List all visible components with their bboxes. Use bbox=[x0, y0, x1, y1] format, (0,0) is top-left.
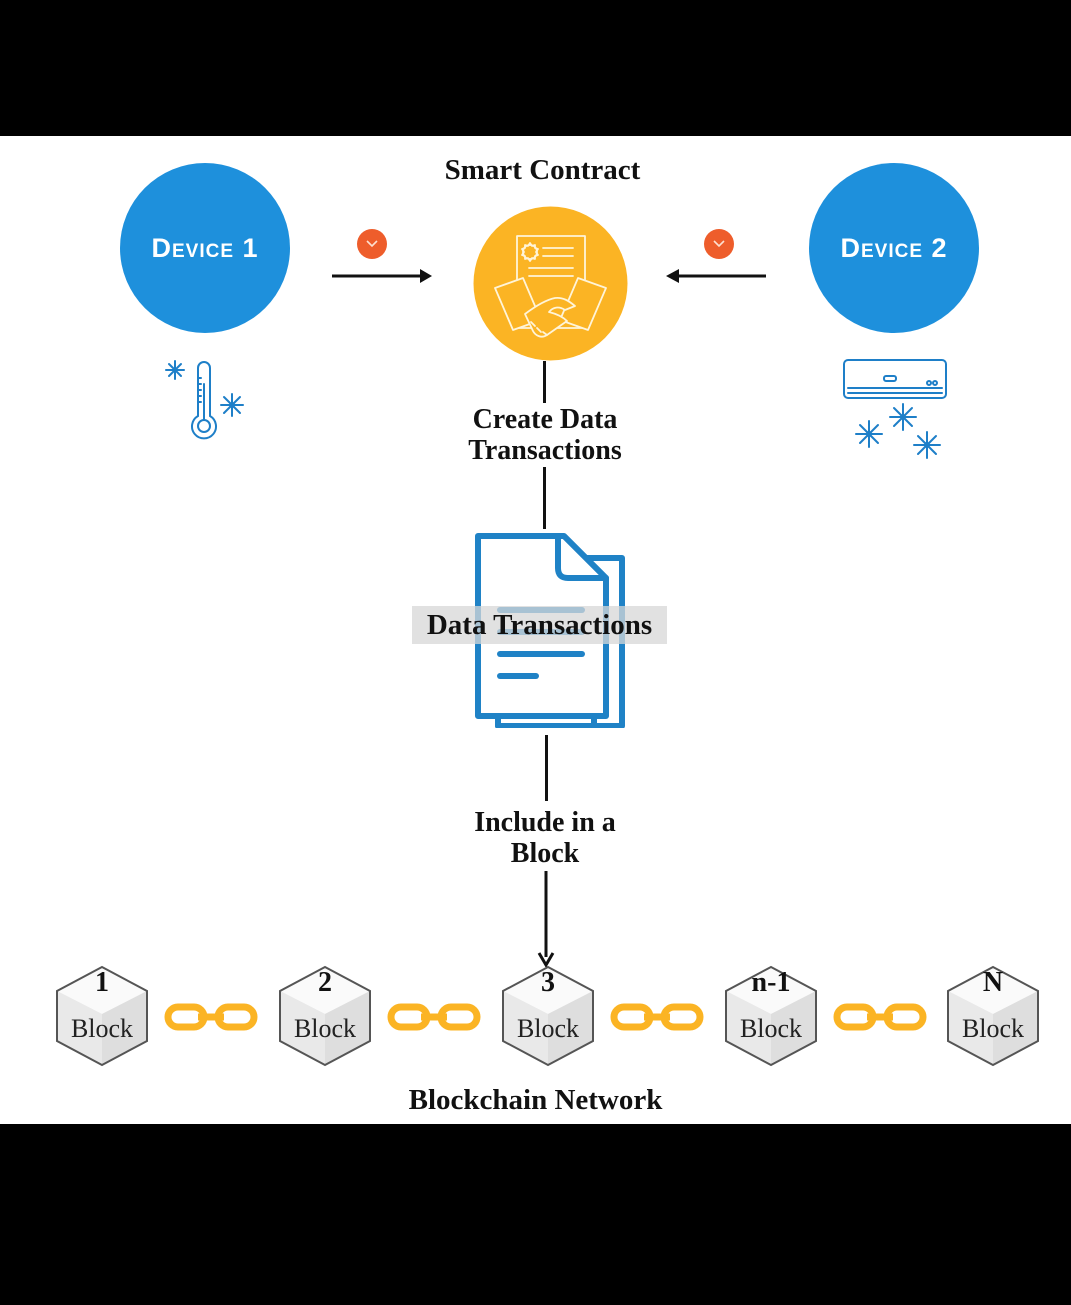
device-1-node[interactable]: Device 1 bbox=[120, 163, 290, 333]
cube-icon bbox=[56, 965, 148, 1067]
diagram-canvas: Smart Contract Device 1 Device 2 bbox=[0, 136, 1071, 1124]
block-number: N bbox=[982, 967, 1004, 998]
device-1-label: Device 1 bbox=[151, 232, 259, 263]
block-number: n-1 bbox=[751, 967, 791, 998]
chain-link-icon bbox=[387, 1002, 481, 1032]
arrow-device-2-to-contract bbox=[666, 269, 766, 283]
smart-contract-title: Smart Contract bbox=[444, 154, 641, 186]
cube-icon bbox=[279, 965, 371, 1067]
arrow-device-1-to-contract bbox=[332, 269, 432, 283]
block-number: 3 bbox=[541, 967, 555, 998]
air-conditioner-icon bbox=[840, 356, 952, 466]
handshake-contract-icon[interactable] bbox=[473, 206, 628, 361]
create-line-1: Create Data bbox=[472, 404, 618, 435]
connector-create-to-document bbox=[543, 467, 546, 529]
block-label: Block bbox=[293, 1014, 357, 1043]
cube-icon bbox=[725, 965, 817, 1067]
cube-icon bbox=[502, 965, 594, 1067]
chevron-down-icon bbox=[366, 240, 378, 248]
device-2-label: Device 2 bbox=[840, 232, 948, 263]
device-2-expand-badge[interactable] bbox=[704, 229, 734, 259]
cube-icon bbox=[947, 965, 1039, 1067]
device-2-node[interactable]: Device 2 bbox=[809, 163, 979, 333]
block-label: Block bbox=[70, 1014, 134, 1043]
block-number: 2 bbox=[318, 967, 332, 998]
block-number: 1 bbox=[95, 967, 109, 998]
include-in-block-label: Include in a Block bbox=[430, 807, 660, 869]
connector-contract-to-create bbox=[543, 361, 546, 403]
blockchain-network-label: Blockchain Network bbox=[408, 1084, 663, 1116]
thermometer-snowflake-icon bbox=[160, 354, 252, 446]
create-data-transactions-label: Create Data Transactions bbox=[430, 404, 660, 466]
chain-link-icon bbox=[833, 1002, 927, 1032]
device-1-expand-badge[interactable] bbox=[357, 229, 387, 259]
create-line-2: Transactions bbox=[468, 435, 622, 466]
arrow-include-to-block-3 bbox=[537, 871, 555, 967]
block-label: Block bbox=[961, 1014, 1025, 1043]
connector-document-to-include bbox=[545, 735, 548, 801]
block-label: Block bbox=[739, 1014, 803, 1043]
block-label: Block bbox=[516, 1014, 580, 1043]
block-5[interactable]: N Block bbox=[945, 964, 1041, 1068]
chain-link-icon bbox=[164, 1002, 258, 1032]
chevron-down-icon bbox=[713, 240, 725, 248]
data-transactions-label: Data Transactions bbox=[412, 606, 667, 644]
include-line-1: Include in a bbox=[474, 807, 616, 838]
chain-link-icon bbox=[610, 1002, 704, 1032]
include-line-2: Block bbox=[510, 838, 580, 869]
